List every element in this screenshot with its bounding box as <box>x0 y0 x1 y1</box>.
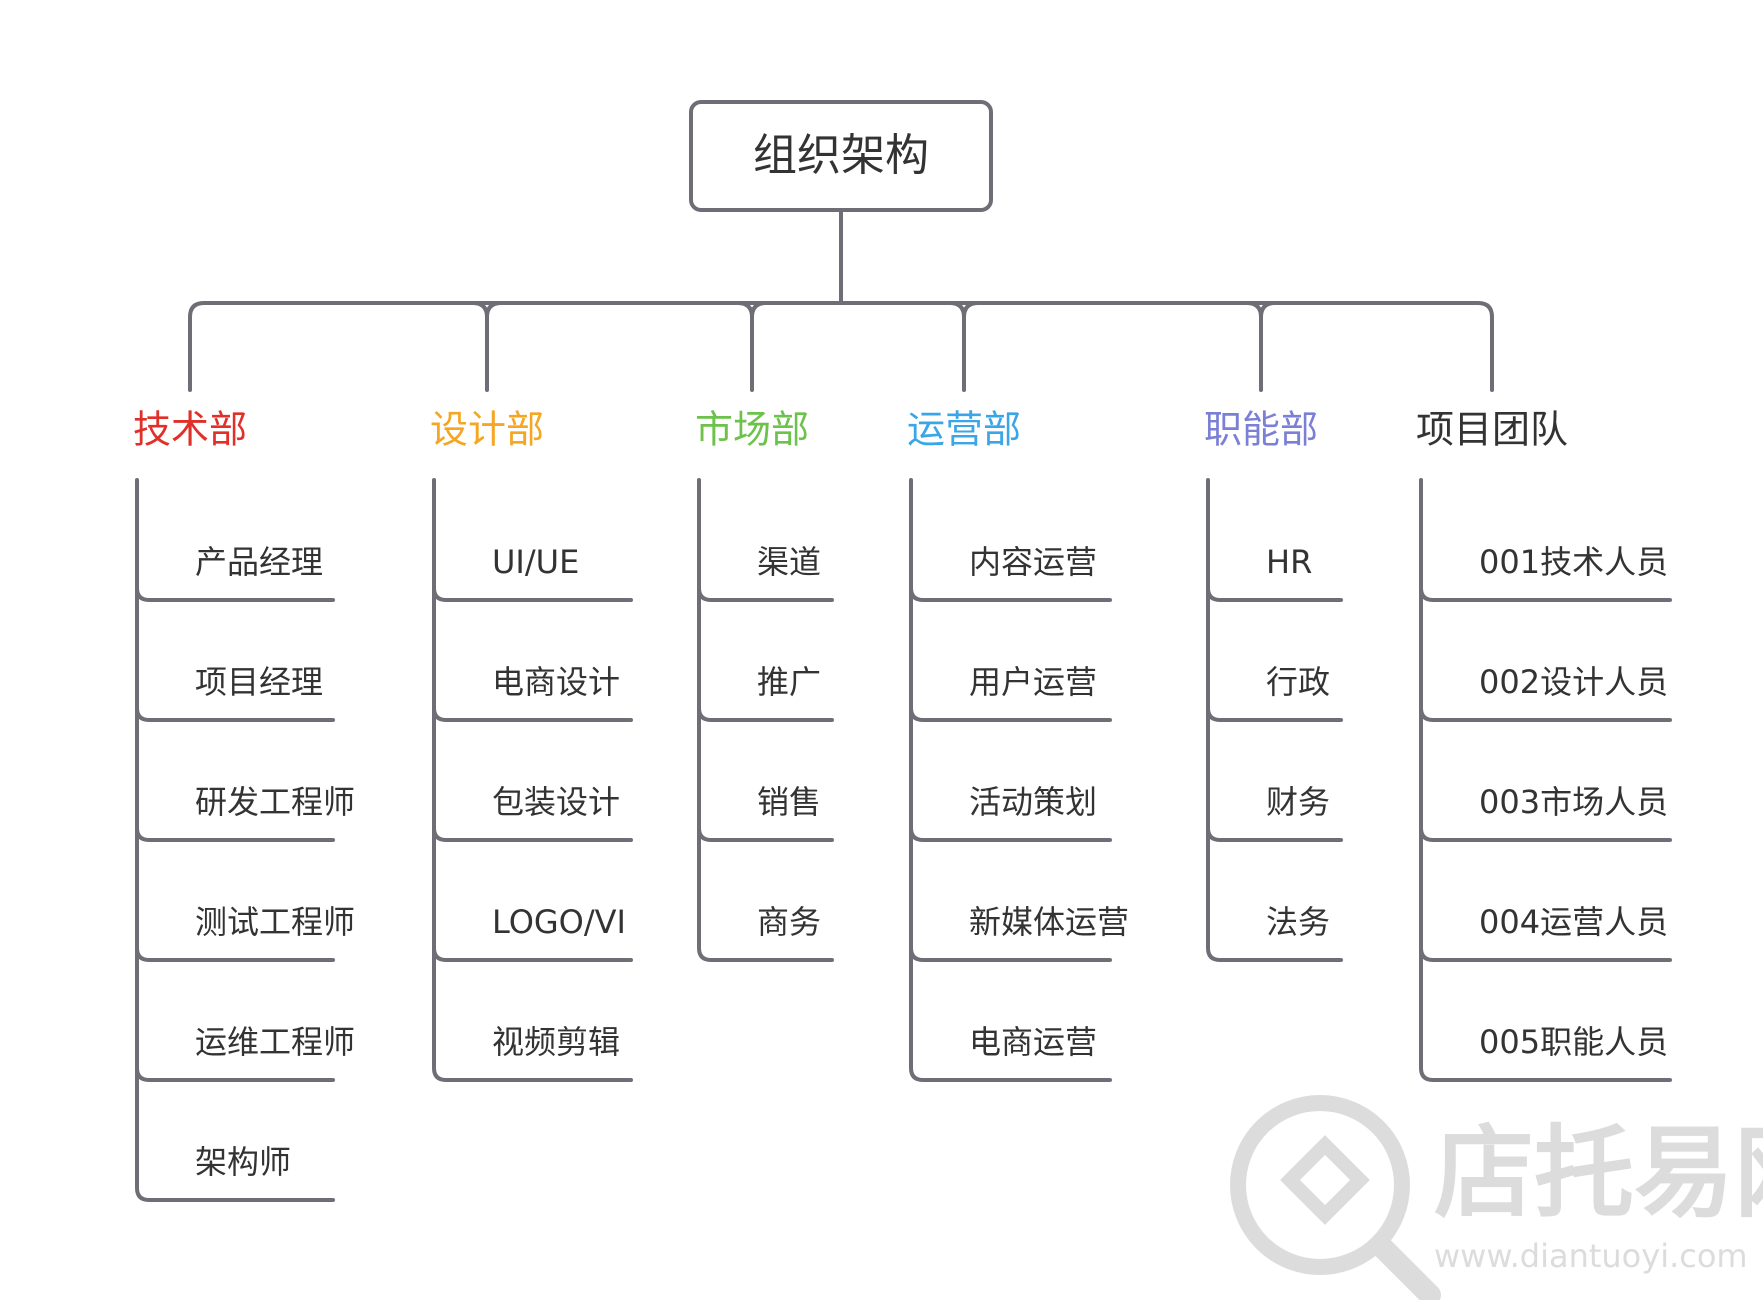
item-underline <box>135 946 335 962</box>
org-item-label: 财务 <box>1266 783 1330 821</box>
org-item-label: 004运营人员 <box>1479 903 1668 941</box>
watermark-diamond-icon <box>1280 1135 1370 1225</box>
item-underline <box>697 706 834 722</box>
item-underline <box>432 826 633 842</box>
org-item-label: 003市场人员 <box>1479 783 1668 821</box>
item-underline <box>135 826 335 842</box>
watermark-magnifier-icon <box>1230 1095 1410 1275</box>
item-underline <box>697 826 834 842</box>
item-underline <box>1419 706 1672 722</box>
item-underline <box>135 586 335 602</box>
org-item-label: 法务 <box>1266 903 1330 941</box>
item-underline <box>1419 946 1672 962</box>
org-item-label: 001技术人员 <box>1479 543 1668 581</box>
org-item-label: HR <box>1266 543 1312 581</box>
watermark-magnifier-handle <box>1369 1234 1441 1304</box>
item-underline <box>697 586 834 602</box>
item-underline <box>1419 586 1672 602</box>
item-underline <box>135 1186 335 1202</box>
item-underline <box>135 1066 335 1082</box>
department-connector-4 <box>948 301 980 392</box>
department-label-6: 项目团队 <box>1416 408 1568 452</box>
item-underline <box>432 946 633 962</box>
org-item-label: 电商运营 <box>969 1023 1097 1061</box>
department-connector-6 <box>1476 301 1494 392</box>
org-item-label: 内容运营 <box>969 543 1097 581</box>
org-item-label: 用户运营 <box>969 663 1097 701</box>
department-label-2: 设计部 <box>430 408 544 452</box>
org-item-label: 研发工程师 <box>195 783 355 821</box>
item-underline <box>909 826 1112 842</box>
org-item-label: 新媒体运营 <box>969 903 1129 941</box>
item-underline <box>432 1066 633 1082</box>
org-item-label: 005职能人员 <box>1479 1023 1668 1061</box>
org-item-label: 项目经理 <box>195 663 323 701</box>
watermark-url: www.diantuoyi.com <box>1434 1237 1748 1275</box>
root-label: 组织架构 <box>753 130 929 181</box>
org-item-label: 测试工程师 <box>195 903 355 941</box>
org-item-label: 商务 <box>757 903 821 941</box>
department-connector-1 <box>188 301 206 392</box>
department-label-1: 技术部 <box>133 408 247 452</box>
org-item-label: 活动策划 <box>969 783 1097 821</box>
department-connector-3 <box>736 301 768 392</box>
item-underline <box>135 706 335 722</box>
org-item-label: 架构师 <box>195 1143 291 1181</box>
org-item-label: 运维工程师 <box>195 1023 355 1061</box>
org-item-label: 电商设计 <box>492 663 620 701</box>
org-item-label: LOGO/VI <box>492 903 626 941</box>
org-item-label: 行政 <box>1266 663 1330 701</box>
watermark-brand: 店托易网 <box>1434 1114 1763 1231</box>
watermark: 店托易网 www.diantuoyi.com <box>1230 1095 1763 1304</box>
item-underline <box>1206 706 1343 722</box>
org-item-label: UI/UE <box>492 543 579 581</box>
item-underline <box>909 586 1112 602</box>
department-connector-5 <box>1245 301 1277 392</box>
department-label-3: 市场部 <box>695 408 809 452</box>
item-underline <box>432 586 633 602</box>
org-item-label: 销售 <box>757 783 821 821</box>
item-underline <box>432 706 633 722</box>
org-item-label: 渠道 <box>757 543 821 581</box>
department-label-5: 职能部 <box>1204 408 1318 452</box>
item-underline <box>1419 1066 1672 1082</box>
department-connector-2 <box>471 301 503 392</box>
item-underline <box>1206 826 1343 842</box>
org-item-label: 包装设计 <box>492 783 620 821</box>
department-label-4: 运营部 <box>907 408 1021 452</box>
item-underline <box>1206 946 1343 962</box>
item-underline <box>697 946 834 962</box>
item-underline <box>1419 826 1672 842</box>
org-item-label: 002设计人员 <box>1479 663 1668 701</box>
item-underline <box>909 706 1112 722</box>
item-underline <box>909 1066 1112 1082</box>
item-underline <box>1206 586 1343 602</box>
item-underline <box>909 946 1112 962</box>
org-item-label: 视频剪辑 <box>492 1023 620 1061</box>
org-item-label: 推广 <box>757 663 821 701</box>
org-item-label: 产品经理 <box>195 543 323 581</box>
